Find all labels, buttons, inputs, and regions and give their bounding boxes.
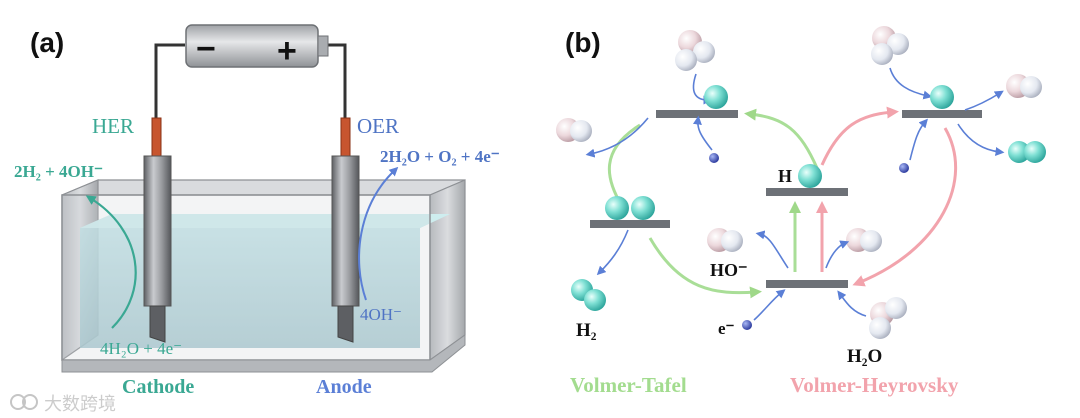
panel-b-label: (b) (565, 27, 601, 58)
heyrovsky-arrow-top (820, 106, 899, 166)
panel-a-label: (a) (30, 27, 64, 58)
adsorbed-h-top-right (930, 85, 954, 109)
her-reactant-equation: 4H₂O + 4e⁻ (100, 339, 182, 358)
h2-molecule-top-right (1008, 141, 1046, 163)
water-molecule-top-left (675, 30, 715, 71)
oer-arrow (358, 166, 399, 301)
catalyst-plate-adsorbed-h (766, 188, 848, 196)
cathode-wire (154, 43, 185, 118)
water-molecule-bottom (869, 297, 907, 339)
oer-label: OER (357, 114, 399, 138)
volmer-tafel-label: Volmer-Tafel (570, 373, 687, 397)
adsorbed-h-atom (704, 85, 728, 109)
volmer-heyrovsky-label: Volmer-Heyrovsky (790, 373, 959, 397)
battery-plus-sign: + (277, 32, 297, 70)
hydroxide-center (707, 228, 743, 252)
catalyst-plate-top-right (902, 110, 982, 118)
catalyst-plate-top-left (656, 110, 738, 118)
electron-label: e⁻ (718, 319, 735, 338)
hydroxide-label: HO⁻ (710, 260, 748, 280)
anode-label: Anode (316, 376, 372, 398)
electron-bottom-icon (742, 320, 752, 330)
hydroxide-heyrovsky (846, 228, 882, 252)
electron-icon (709, 153, 719, 163)
oer-product-equation: 2H₂O + O₂ + 4e⁻ (380, 147, 500, 166)
h2-label: H₂ (576, 320, 597, 341)
watermark: 大数跨境 (10, 394, 116, 415)
her-product-equation: 2H₂ + 4OH⁻ (14, 162, 103, 181)
oer-reactant-equation: 4OH⁻ (360, 305, 402, 324)
her-arrow (85, 195, 137, 329)
anode-electrode (331, 117, 360, 343)
water-molecule-top-right (871, 26, 909, 65)
catalyst-plate-bottom (766, 280, 848, 288)
watermark-logo-icon (10, 394, 26, 410)
water-label: H₂O (847, 346, 882, 367)
hydroxide-released-left (556, 118, 592, 142)
battery-minus-sign: − (196, 30, 216, 68)
watermark-text: 大数跨境 (44, 394, 116, 415)
her-label: HER (92, 114, 134, 138)
tafel-arrow-down (607, 123, 641, 212)
cathode-label: Cathode (122, 376, 194, 398)
hydroxide-released-right (1006, 74, 1042, 98)
adsorbed-h-pair-right (631, 196, 655, 220)
catalyst-plate-tafel (590, 220, 670, 228)
h2-molecule (571, 279, 606, 311)
electron-top-right-icon (899, 163, 909, 173)
adsorbed-h-center (798, 164, 822, 188)
heyrovsky-arrow-bottom (852, 127, 958, 287)
adsorbed-h-pair-left (605, 196, 629, 220)
tafel-arrow-to-bottom (648, 237, 762, 299)
tafel-arrow-to-top (744, 108, 819, 169)
h-label: H (778, 166, 792, 186)
cathode-electrode (143, 117, 172, 343)
battery: − + (185, 24, 329, 70)
